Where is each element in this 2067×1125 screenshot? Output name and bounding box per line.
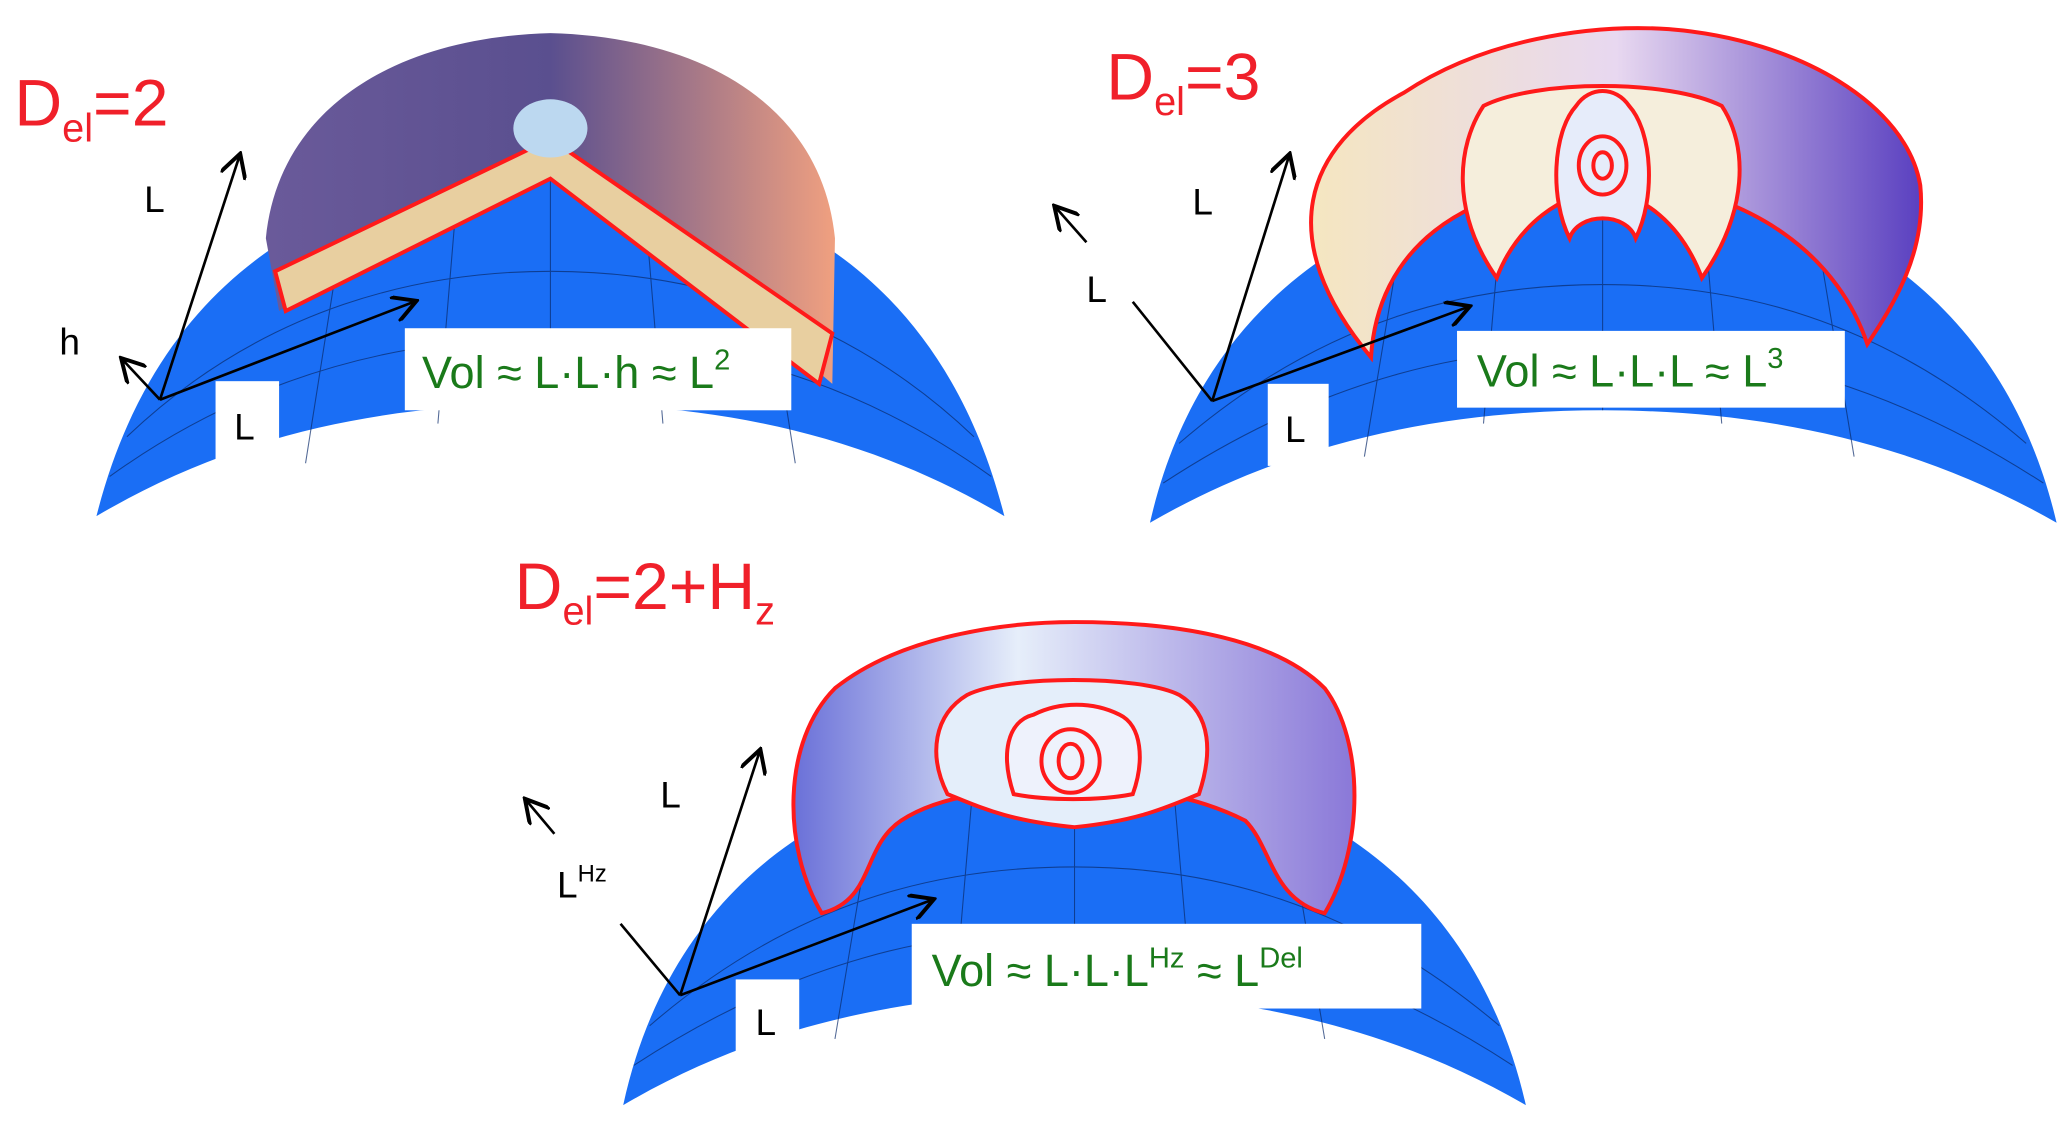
axis-arrow-l-horizontal (1211, 307, 1467, 403)
panel-del-2-plus-hz: Del=2+Hz L LHz L Vol ≈ L·L·LHz ≈ LDel (515, 550, 1526, 1106)
panel-title: Del=3 (1106, 40, 1260, 124)
label-box (735, 979, 800, 1059)
axis-label: h (59, 321, 80, 363)
volume-formula: Vol ≈ L·L·L ≈ L3 (1477, 343, 1784, 397)
axis-arrow-l-vertical (158, 156, 239, 401)
inner-shell (1554, 89, 1651, 244)
axis-arrow-l-horizontal (679, 900, 931, 997)
contour-ring (1056, 741, 1085, 781)
axis-arrow-l-vertical (678, 752, 759, 996)
surface-shell (265, 33, 835, 384)
volume-formula: Vol ≈ L·L·h ≈ L2 (422, 344, 730, 398)
axis-arrow-l-horizontal (159, 302, 414, 401)
panel-del-3: Del=3 L L L Vol ≈ L·L·L ≈ L3 (1056, 26, 2057, 523)
axis-arrow-depth-head (1056, 208, 1088, 244)
label-box (1267, 383, 1329, 466)
axis-arrow-depth (1131, 300, 1214, 402)
formula-box (911, 923, 1422, 1009)
axis-arrow-depth-head (527, 801, 556, 835)
label-box (215, 381, 280, 466)
axis-label: L (756, 1001, 777, 1043)
panel-del-2: Del=2 L h L Vol ≈ L·L·h ≈ L2 (14, 33, 1005, 517)
formula-box (404, 328, 792, 411)
axis-label: L (234, 405, 255, 447)
contour-ring (1039, 727, 1102, 795)
axis-label: L (144, 178, 165, 220)
panel-title: Del=2 (14, 67, 168, 151)
axis-label: L (1086, 268, 1107, 310)
center-hole (513, 99, 588, 158)
axis-arrow-l-vertical (1210, 156, 1289, 402)
axis-arrow-h (123, 360, 161, 401)
axis-label-lhz: LHz (557, 860, 607, 905)
axis-label: L (660, 773, 681, 815)
contour-ring (1576, 134, 1629, 197)
contour-ring (1591, 150, 1614, 181)
axis-arrow-depth (619, 922, 682, 997)
axis-label: L (1192, 180, 1213, 222)
formula-box (1457, 330, 1845, 408)
panel-title: Del=2+Hz (515, 550, 775, 634)
inner-shell (1005, 702, 1142, 802)
volume-formula: Vol ≈ L·L·LHz ≈ LDel (932, 942, 1303, 996)
axis-label: L (1285, 408, 1306, 450)
